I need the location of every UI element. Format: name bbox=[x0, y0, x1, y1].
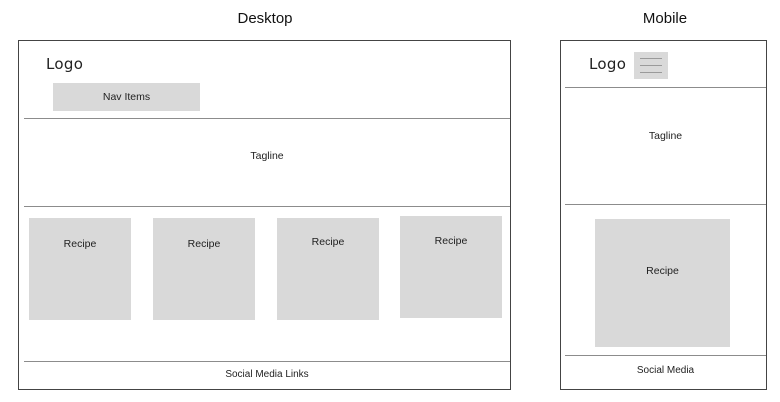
hamburger-bar-top bbox=[640, 58, 662, 59]
hamburger-bar-bottom bbox=[640, 72, 662, 73]
desktop-recipe-label-3: Recipe bbox=[311, 236, 345, 248]
desktop-header-divider bbox=[24, 118, 510, 119]
desktop-footer: Social Media Links bbox=[225, 369, 309, 380]
mobile-footer: Social Media bbox=[636, 365, 695, 376]
hamburger-menu-icon[interactable] bbox=[634, 52, 668, 79]
desktop-heading: Desktop bbox=[237, 10, 293, 27]
mobile-recipe-label: Recipe bbox=[646, 265, 679, 277]
desktop-recipe-card-3: Recipe bbox=[277, 218, 379, 320]
mobile-logo: Logo bbox=[589, 55, 627, 73]
hamburger-bar-middle bbox=[640, 65, 662, 66]
desktop-recipe-label-2: Recipe bbox=[187, 238, 221, 250]
desktop-nav-items-label: Nav Items bbox=[102, 91, 151, 103]
mobile-heading: Mobile bbox=[642, 10, 688, 27]
mobile-recipe-card: Recipe bbox=[595, 219, 730, 347]
desktop-footer-divider bbox=[24, 361, 510, 362]
desktop-recipe-card-1: Recipe bbox=[29, 218, 131, 320]
mobile-footer-divider bbox=[565, 355, 766, 356]
desktop-tagline: Tagline bbox=[250, 150, 284, 162]
mobile-tagline: Tagline bbox=[648, 130, 683, 142]
desktop-tagline-divider bbox=[24, 206, 510, 207]
desktop-logo: Logo bbox=[46, 55, 84, 73]
mobile-tagline-divider bbox=[565, 204, 766, 205]
desktop-recipe-card-4: Recipe bbox=[400, 216, 502, 318]
desktop-recipe-card-2: Recipe bbox=[153, 218, 255, 320]
mobile-header-divider bbox=[565, 87, 766, 88]
desktop-nav-items: Nav Items bbox=[53, 83, 200, 111]
desktop-recipe-label-4: Recipe bbox=[434, 235, 468, 247]
desktop-recipe-label-1: Recipe bbox=[63, 238, 97, 250]
